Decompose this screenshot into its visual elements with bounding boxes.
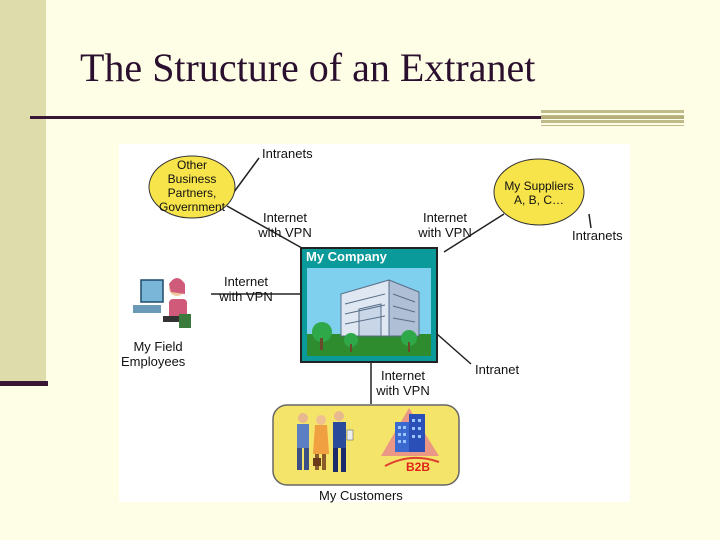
field-employees-label: My Field Employees [121,339,186,369]
customers-box [272,404,460,486]
connector-lines [211,157,592,404]
partners-bubble [148,155,236,219]
company-box [300,247,438,363]
intranets-right-label: Intranets [572,228,623,243]
field-employee-illustration [133,278,191,328]
extranet-diagram: Other Business Partners, Government My S… [119,144,630,503]
partners-label: Other Business Partners, Government [158,158,226,214]
title-underline-accent-mid [541,116,684,119]
vpn-label-left-mid: Internet with VPN [219,274,273,304]
line-company-intranet [436,333,472,365]
customers-label: My Customers [319,488,403,503]
b2b-illustration [381,408,440,467]
suppliers-bubble [493,158,585,226]
diagram-graphics [133,155,592,486]
company-label: My Company [306,249,387,264]
side-decoration-bar [0,0,46,382]
vpn-label-left-top: Internet with VPN [258,210,312,240]
line-suppliers-company [443,213,505,253]
line-partners-company [226,205,310,253]
line-suppliers-intranets [588,213,592,229]
vpn-label-bottom: Internet with VPN [376,368,430,398]
line-partners-intranets [233,157,260,193]
slide-title: The Structure of an Extranet [80,45,536,90]
suppliers-label: My Suppliers A, B, C… [504,179,574,207]
intranets-top-label: Intranets [262,146,313,161]
b2b-badge: B2B [406,460,431,474]
intranet-bottom-right-label: Intranet [475,362,520,377]
title-underline [30,116,542,119]
side-decoration-base [0,381,48,386]
vpn-label-right-top: Internet with VPN [418,210,472,240]
